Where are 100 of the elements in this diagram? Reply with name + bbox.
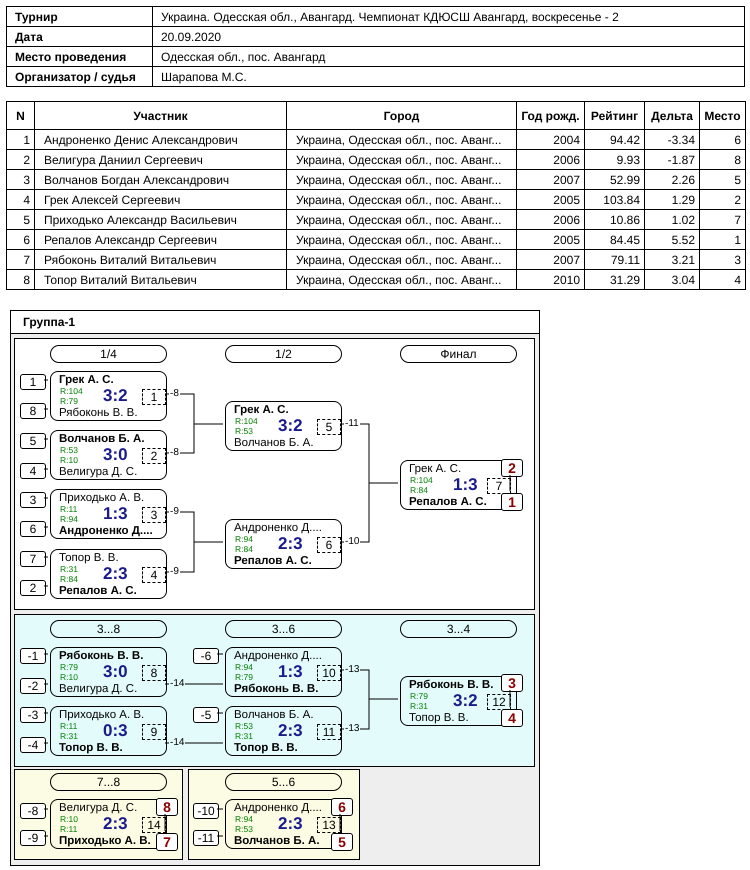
score-text: 2:3 [278, 721, 303, 740]
score-text: 1:3 [103, 504, 128, 523]
player-name: Волчанов Б. А. [234, 709, 314, 722]
score-text: 3:2 [103, 386, 128, 405]
seed-box: -10 [193, 803, 219, 819]
rating-text: R:79 [235, 673, 253, 682]
place-box: 6 [331, 798, 353, 816]
round-pill: 3...4 [400, 620, 517, 638]
player-name: Репалов А. С. [409, 496, 487, 509]
table-cell: 2 [700, 190, 746, 210]
table-cell: 2005 [516, 230, 584, 250]
rating-text: R:79 [60, 663, 78, 672]
place-box: 2 [501, 459, 523, 477]
section-panel [14, 338, 535, 610]
bracket-line [44, 742, 48, 744]
edge-label: -8 [169, 447, 180, 458]
place-box: 1 [501, 493, 523, 511]
player-name: Грек А. С. [234, 404, 289, 417]
rating-text: R:94 [60, 515, 78, 524]
match-number-box: 6 [317, 537, 341, 553]
table-cell: 3.21 [644, 250, 700, 270]
table-cell: 4 [700, 270, 746, 290]
round-pill: 5...6 [225, 773, 342, 791]
bracket-line [216, 712, 224, 714]
table-cell: Украина, Одесская обл., пос. Аванг... [286, 190, 516, 210]
column-header: Рейтинг [584, 102, 644, 130]
field-label: Дата [6, 26, 152, 46]
table-cell: Украина, Одесская обл., пос. Аванг... [286, 250, 516, 270]
rating-text: R:31 [235, 732, 253, 741]
edge-label: -9 [169, 506, 180, 517]
place-box: 8 [156, 798, 178, 816]
seed-box: -6 [193, 648, 219, 664]
table-cell: Украина, Одесская обл., пос. Аванг... [286, 230, 516, 250]
table-cell: 103.84 [584, 190, 644, 210]
bracket-line [340, 698, 398, 730]
match-number-box: 1 [142, 389, 166, 405]
table-cell: 8 [700, 150, 746, 170]
table-cell: Рябоконь Виталий Витальевич [34, 250, 286, 270]
player-name: Андроненко Д.... [234, 802, 322, 815]
edge-label: -13 [344, 723, 360, 734]
player-name: Велигура Д. С. [59, 466, 138, 479]
player-name: Андроненко Д.... [234, 522, 322, 535]
section-panel [14, 614, 535, 767]
seed-box: 7 [20, 551, 46, 567]
rating-text: R:84 [410, 486, 428, 495]
rating-text: R:10 [60, 456, 78, 465]
seed-box: 2 [20, 580, 46, 596]
bracket-line [340, 482, 398, 542]
score-text: 0:3 [103, 721, 128, 740]
match-box [50, 430, 167, 480]
score-text: 1:3 [453, 475, 478, 494]
seed-box: 4 [20, 463, 46, 479]
player-name: Топор В. В. [409, 712, 469, 725]
bracket-line [164, 742, 224, 744]
table-cell: 6 [6, 230, 34, 250]
table-cell: 2006 [516, 210, 584, 230]
player-name: Грек А. С. [59, 374, 114, 387]
round-pill: 3...8 [50, 620, 167, 638]
table-cell: Топор Виталий Витальевич [34, 270, 286, 290]
bracket-line [44, 556, 48, 558]
table-cell: 31.29 [584, 270, 644, 290]
round-pill: 1/4 [50, 345, 167, 363]
place-box: 7 [156, 833, 178, 851]
table-cell: 3 [6, 170, 34, 190]
bracket-line [44, 468, 48, 470]
seed-box: -9 [20, 830, 46, 846]
table-cell: 94.42 [584, 130, 644, 150]
field-label: Турнир [6, 6, 152, 26]
rating-text: R:31 [410, 702, 428, 711]
player-name: Велигура Д. С. [59, 802, 138, 815]
rating-text: R:11 [60, 505, 78, 514]
match-box [50, 706, 167, 756]
match-number-box: 9 [142, 724, 166, 740]
column-header: Город [286, 102, 516, 130]
seed-box: -3 [20, 707, 46, 723]
seed-box: -8 [20, 803, 46, 819]
table-cell: Украина, Одесская обл., пос. Аванг... [286, 150, 516, 170]
table-cell: 5 [700, 170, 746, 190]
table-cell: -3.34 [644, 130, 700, 150]
seed-box: 6 [20, 521, 46, 537]
bracket-line [44, 438, 48, 440]
table-cell: Украина, Одесская обл., пос. Аванг... [286, 270, 516, 290]
field-label: Организатор / судья [6, 66, 152, 86]
player-name: Топор В. В. [234, 742, 298, 755]
rating-text: R:79 [60, 397, 78, 406]
player-name: Приходько А. В. [59, 709, 144, 722]
match-number-box: 10 [317, 665, 341, 681]
score-text: 1:3 [278, 662, 303, 681]
table-cell: 2007 [516, 250, 584, 270]
table-cell: Приходько Александр Васильевич [34, 210, 286, 230]
rating-text: R:11 [60, 825, 78, 834]
player-name: Андроненко Д.... [59, 525, 153, 538]
table-cell: 1 [700, 230, 746, 250]
rating-text: R:94 [235, 815, 253, 824]
match-number-box: 3 [142, 507, 166, 523]
rating-text: R:84 [60, 575, 78, 584]
seed-box: -2 [20, 678, 46, 694]
seed-box: 5 [20, 433, 46, 449]
rating-text: R:53 [235, 825, 253, 834]
edge-label: -9 [169, 566, 180, 577]
